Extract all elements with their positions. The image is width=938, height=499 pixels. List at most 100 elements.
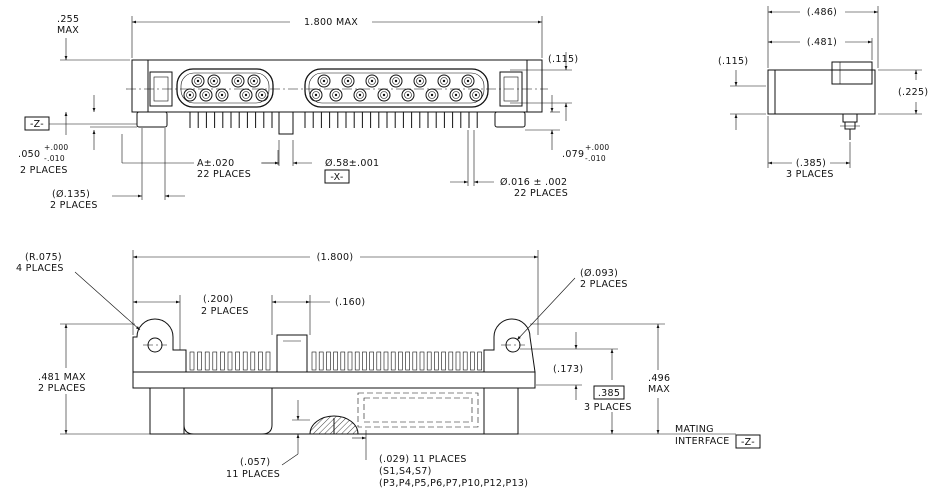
contact-inner <box>416 77 424 85</box>
bottom-left-ear <box>132 318 187 373</box>
bottom-datum-z: -Z- <box>741 437 755 448</box>
contact-center <box>322 79 326 83</box>
bottom-dim-385: .385 <box>598 388 620 399</box>
contact-center <box>252 79 256 83</box>
bottom-pin <box>318 351 324 371</box>
bottom-pin <box>212 351 218 371</box>
mating-label-1: MATING <box>675 424 714 435</box>
hole-135-label: (Ø.135) <box>52 189 90 200</box>
contact-outer <box>231 74 245 88</box>
contact-center <box>212 79 216 83</box>
lead-dia-label: Ø.016 ± .002 <box>500 177 567 188</box>
hole-135-note: 2 PLACES <box>50 200 98 211</box>
bottom-dim-057-note: 11 PLACES <box>226 469 280 480</box>
side-dim-486: (.486) <box>807 7 837 18</box>
bottom-height-481-note: 2 PLACES <box>38 383 86 394</box>
pin-dia-label: Ø.58±.001 <box>325 158 379 169</box>
tol-050-note: 2 PLACES <box>20 165 68 176</box>
contact-outer <box>329 88 343 102</box>
contact-inner <box>356 91 364 99</box>
bottom-body-band <box>132 371 536 389</box>
contact-inner <box>320 77 328 85</box>
tol-079-minus: -.010 <box>585 154 606 163</box>
bottom-pin <box>235 351 240 371</box>
bottom-dim-200: (.200) <box>203 294 233 305</box>
bottom-dim-029-s: (S1,S4,S7) <box>379 466 432 477</box>
bottom-radius-note: 4 PLACES <box>16 263 64 274</box>
contact-inner <box>440 77 448 85</box>
contact-center <box>244 93 248 97</box>
bottom-hole-093: (Ø.093) <box>580 268 618 279</box>
pitch-a-note: 22 PLACES <box>197 169 251 180</box>
bottom-pin <box>204 351 210 371</box>
side-body-outline <box>767 69 876 115</box>
contact-inner <box>250 77 258 85</box>
front-height-label: .255 <box>57 14 79 25</box>
right-dsub-shell <box>304 68 489 108</box>
bottom-pin <box>398 351 403 371</box>
bottom-view: (1.800) (R.075) 4 PLACES (.200) 2 PLACES… <box>16 250 761 489</box>
bottom-pin <box>340 351 346 371</box>
contact-inner <box>234 77 242 85</box>
right-foot <box>494 111 526 128</box>
contact-center <box>406 93 410 97</box>
contact-outer <box>317 74 331 88</box>
side-dim-481: (.481) <box>807 37 837 48</box>
bottom-pin <box>311 351 317 371</box>
bottom-pin <box>383 351 389 371</box>
contact-outer <box>437 74 451 88</box>
bottom-hole-093-note: 2 PLACES <box>580 279 628 290</box>
contact-outer <box>461 74 475 88</box>
contact-inner <box>258 91 266 99</box>
bottom-pin <box>455 351 461 371</box>
contact-center <box>474 93 478 97</box>
contact-inner <box>202 91 210 99</box>
side-ear <box>831 61 873 85</box>
contact-inner <box>312 91 320 99</box>
contact-outer <box>341 74 355 88</box>
mating-label-2: INTERFACE <box>675 436 730 447</box>
contact-inner <box>194 77 202 85</box>
bottom-pin <box>354 351 360 371</box>
bottom-pin <box>369 351 374 371</box>
bottom-pin <box>362 351 367 371</box>
bottom-pin <box>441 351 446 371</box>
bottom-radius: (R.075) <box>25 252 62 263</box>
bottom-pin <box>333 351 338 371</box>
contact-inner <box>368 77 376 85</box>
bottom-center-post <box>276 334 308 373</box>
side-dim-225: (.225) <box>898 87 928 98</box>
contact-inner <box>392 77 400 85</box>
contact-center <box>430 93 434 97</box>
bottom-pin <box>189 351 195 371</box>
bottom-pin <box>347 351 353 371</box>
pitch-a-label: A±.020 <box>197 158 234 169</box>
front-pins <box>189 112 478 128</box>
bottom-height-481: .481 MAX <box>38 372 86 383</box>
bottom-left-leg <box>149 387 185 435</box>
contact-outer <box>365 74 379 88</box>
side-view: (.486) (.481) (.115) (.225) (.385) 3 PLA… <box>718 6 928 180</box>
contact-center <box>466 79 470 83</box>
bottom-overall-width: (1.800) <box>317 252 354 263</box>
contact-outer <box>207 74 221 88</box>
bottom-pins <box>189 351 482 371</box>
contact-outer <box>389 74 403 88</box>
contact-inner <box>452 91 460 99</box>
bottom-right-leg <box>483 387 519 435</box>
contact-center <box>236 79 240 83</box>
contact-center <box>358 93 362 97</box>
bottom-pin <box>376 351 382 371</box>
bottom-pin <box>250 351 256 371</box>
bottom-dim-160: (.160) <box>335 297 365 308</box>
bottom-pin <box>220 351 225 371</box>
center-post <box>278 111 294 135</box>
contact-inner <box>242 91 250 99</box>
front-body-outline <box>131 59 543 113</box>
bottom-pin <box>470 351 475 371</box>
contact-outer <box>247 74 261 88</box>
bottom-pin <box>448 351 454 371</box>
datum-z-label: -Z- <box>30 119 44 130</box>
bottom-dim-173: (.173) <box>553 364 583 375</box>
